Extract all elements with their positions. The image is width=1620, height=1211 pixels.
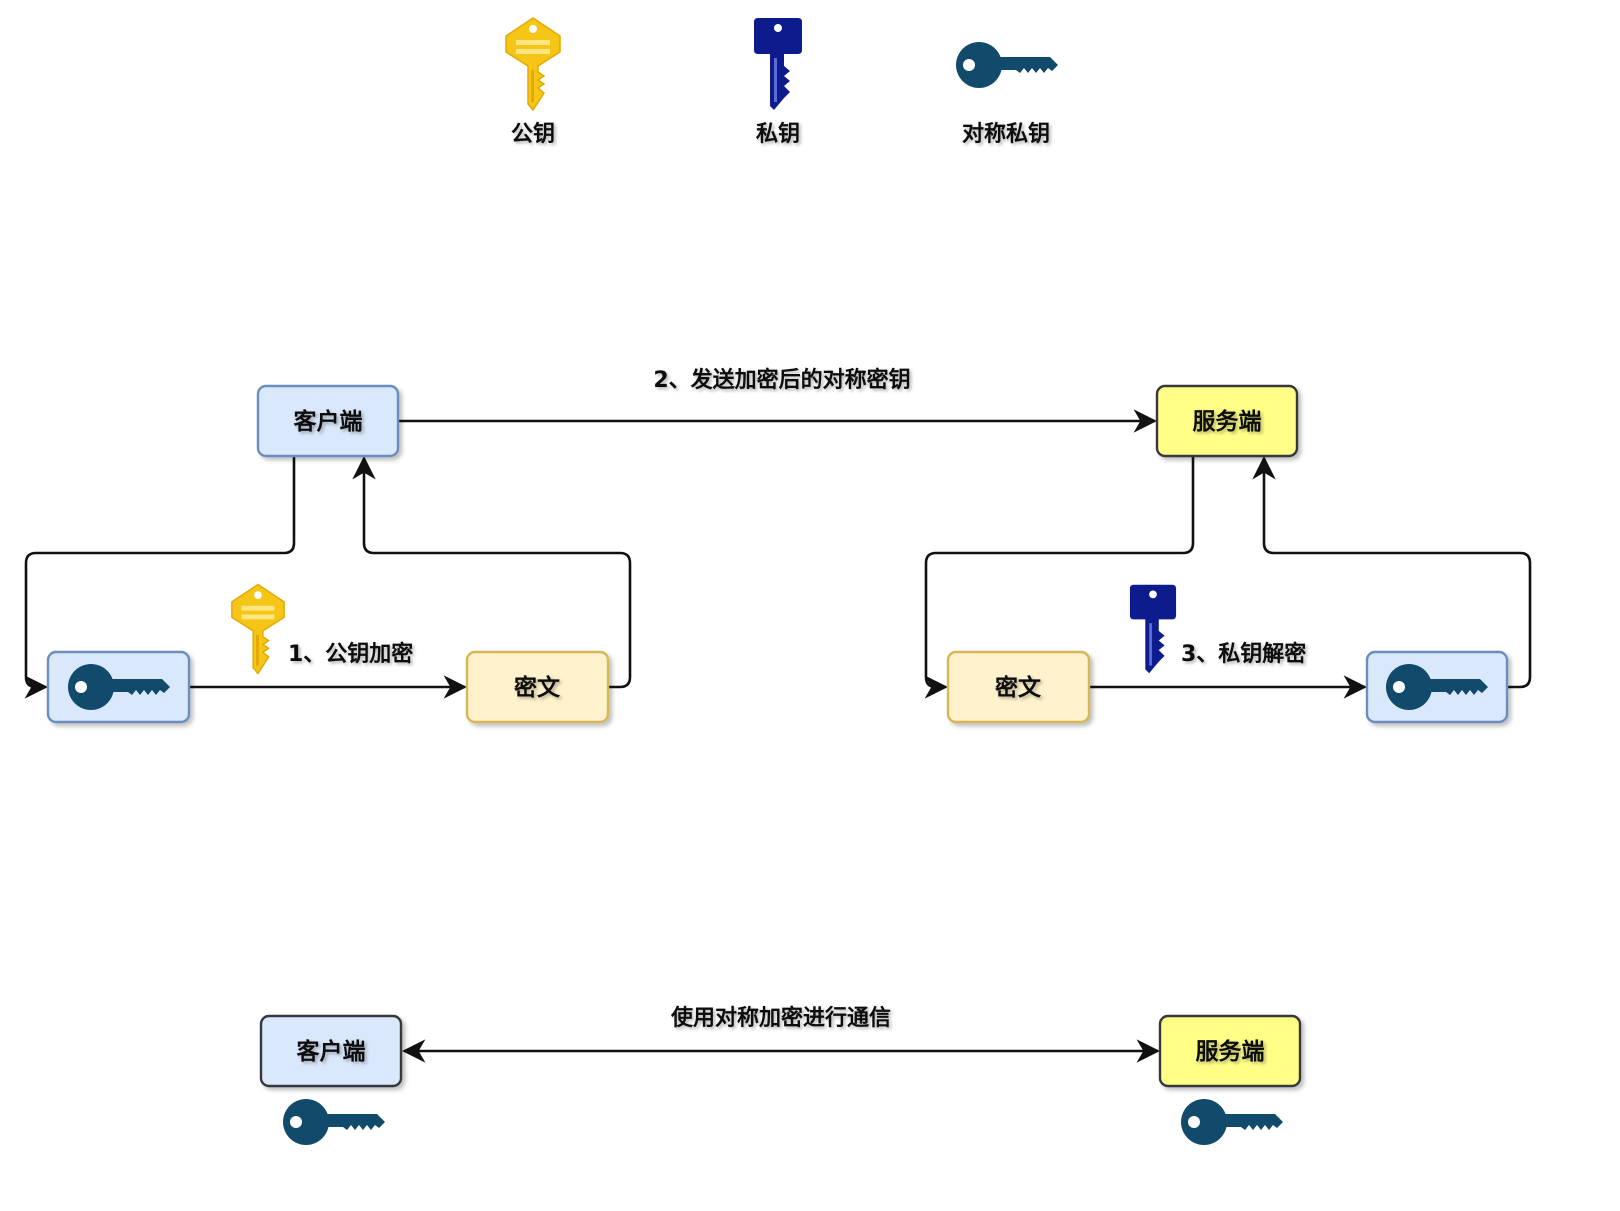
encrypt-label: 1、公钥加密 — [288, 641, 413, 667]
decrypt-private-key-icon — [1129, 584, 1177, 674]
public-key-icon — [505, 17, 561, 111]
client-ciphertext-label: 密文 — [514, 674, 561, 701]
legend-private-key-label: 私钥 — [756, 121, 800, 147]
comm-server-label: 服务端 — [1196, 1039, 1265, 1065]
cipher-to-client-edge — [352, 456, 632, 689]
client-node-label: 客户端 — [294, 408, 363, 435]
comm-client-symmetric-key-icon — [283, 1099, 385, 1145]
key-exchange-section: 2、发送加密后的对称密钥 客户端 服务端 1、公钥加密 密文 — [24, 367, 1532, 724]
comm-client-node — [259, 1014, 403, 1088]
server-ciphertext-node — [946, 650, 1091, 724]
communication-section: 使用对称加密进行通信 客户端 服务端 — [259, 1005, 1302, 1145]
symkey-to-server-edge — [1252, 456, 1532, 689]
encrypt-public-key-icon — [231, 583, 285, 675]
client-node — [256, 384, 400, 458]
legend-symmetric-key-label: 对称私钥 — [962, 121, 1050, 147]
client-ciphertext-node — [465, 650, 610, 724]
server-node-label: 服务端 — [1193, 409, 1262, 435]
legend: 公钥 私钥 对称私钥 — [505, 17, 1058, 147]
client-to-symkey-edge — [24, 456, 296, 699]
comm-server-node — [1158, 1014, 1302, 1088]
comm-client-label: 客户端 — [297, 1038, 366, 1065]
decrypt-label: 3、私钥解密 — [1181, 641, 1306, 667]
server-ciphertext-label: 密文 — [995, 674, 1042, 701]
communication-label: 使用对称加密进行通信 — [670, 1005, 891, 1031]
send-key-label: 2、发送加密后的对称密钥 — [653, 367, 910, 393]
symmetric-key-icon — [956, 42, 1058, 88]
private-key-icon — [754, 18, 802, 110]
legend-public-key-label: 公钥 — [511, 121, 555, 147]
server-node — [1155, 384, 1299, 458]
server-to-cipher-edge — [924, 456, 1195, 699]
comm-server-symmetric-key-icon — [1181, 1099, 1283, 1145]
